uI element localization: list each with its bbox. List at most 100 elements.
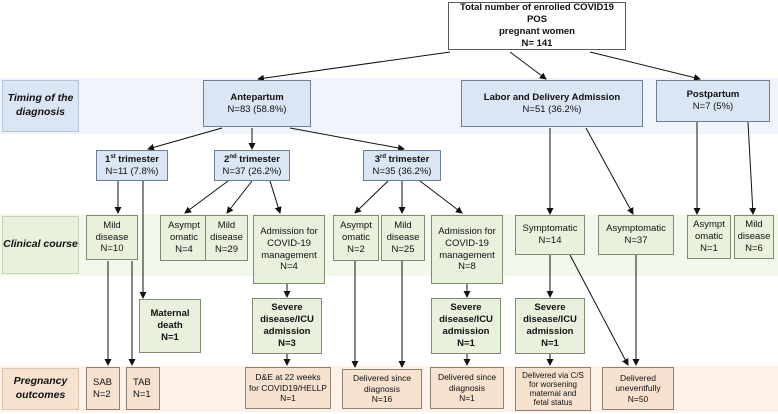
de-n: N=1 [280,393,296,404]
ld-severe-n: N=1 [541,337,559,349]
t2-adm-l2: COVID-19 [267,237,311,249]
arrow-ante-t1 [147,127,223,151]
pp-mild-l1: Mild [745,219,763,231]
cs-l3: maternal and [529,389,577,398]
uneventful-l1: Delivered [620,372,656,383]
outcome-uneventful-box: Delivered uneventfully N=50 [602,367,674,410]
uneventful-n: N=50 [627,393,649,404]
t2-n: N=37 (26.2%) [222,165,282,177]
t3-severe-l2: disease/ICU [439,314,493,326]
arrow-t2-mild [226,180,253,214]
t1-mild-l2: disease [95,231,129,243]
t2-severe-n: N=3 [278,337,296,349]
clinical-row-label: Clinical course [2,216,79,274]
t2-severe-icu-box: Severe disease/ICU admission N=3 [252,298,322,354]
outcome-delivered-16-box: Delivered since diagnosis N=16 [342,369,422,409]
labor-title: Labor and Delivery Admission [483,91,621,103]
t3-suffix: rd [379,153,386,160]
arrow-ldsym-uneventful [569,254,629,366]
outcome-sab-box: SAB N=2 [86,367,120,410]
t3-severe-l3: admission [442,326,490,337]
outcomes-row-label: Pregnancy outcomes [2,368,79,410]
maternal-death-box: Maternal death N=1 [139,299,201,353]
ld-severe-icu-box: Severe disease/ICU admission N=1 [515,298,585,354]
de-l1: D&E at 22 weeks [255,372,321,383]
delivered1-l2: diagnosis [449,382,485,393]
cs-l1: Delivered via C/S [522,370,584,380]
t2-admission-box: Admission for COVID-19 management N=4 [253,215,325,284]
delivered1-n: N=1 [459,393,475,404]
t2-adm-n: N=4 [280,261,298,273]
t3-adm-l3: management [439,249,495,261]
t2-word: trimester [236,153,280,165]
t3-mild-n: N=25 [391,243,415,255]
t3-severe-l1: Severe [450,302,482,314]
pp-mild-n: N=6 [745,242,763,254]
arrow-ante-t3 [289,127,405,152]
t2-mild-l2: disease [210,232,243,244]
arrow-pp-mild [747,121,757,215]
labor-delivery-box: Labor and Delivery Admission N=51 (36.2%… [461,80,643,127]
t1-mild-disease-box: Mild disease N=10 [86,215,138,260]
outcome-tab-box: TAB N=1 [126,367,160,410]
arrow-labor-asym [585,127,634,215]
t1-num: 1 [105,153,111,165]
de-l2: for COVID19/HELLP [249,382,327,393]
t3-word: trimester [385,153,430,165]
sab-l1: SAB [93,376,113,388]
postpartum-box: Postpartum N=7 (5%) [656,80,770,122]
trimester-2-box: 2nd trimester N=37 (26.2%) [214,150,290,181]
maternal-death-l2: death [157,320,183,332]
t2-mild-disease-box: Mild disease N=29 [205,215,248,261]
ld-severe-l1: Severe [534,302,566,314]
t3-asymptomatic-box: Asympt omatic N=2 [333,215,379,261]
delivered1-l1: Delivered since [437,372,497,383]
tab-l1: TAB [133,376,151,388]
pp-asym-l2: omatic [695,231,723,243]
arrow-t3-adm [419,180,463,214]
trimester-3-box: 3rd trimester N=35 (36.2%) [363,150,441,181]
t3-n: N=35 (36.2%) [372,165,432,177]
antepartum-n: N=83 (58.8%) [227,103,287,115]
t3-mild-l2: disease [386,232,420,244]
ld-asymptomatic-box: Asymptomatic N=37 [598,215,674,255]
t2-suffix: nd [229,153,237,160]
t2-severe-l3: admission [263,326,311,337]
outcome-delivered-1-box: Delivered since diagnosis N=1 [430,367,504,409]
t2-severe-l1: Severe [271,302,303,314]
arrow-t3-asym [354,180,389,214]
uneventful-l2: uneventfully [615,383,661,394]
arrow-t2-asym [184,180,229,214]
sab-n: N=2 [93,388,111,400]
cs-l4: fetal status [533,398,573,408]
ld-sym-n: N=14 [538,235,562,246]
t2-adm-l3: management [261,249,317,261]
t2-mild-l1: Mild [217,220,236,232]
delivered16-n: N=16 [371,394,393,405]
root-line2: pregnant women [498,26,575,37]
t3-asym-n: N=2 [347,243,365,255]
root-total-box: Total number of enrolled COVID19 POS pre… [448,2,626,50]
outcome-de-box: D&E at 22 weeks for COVID19/HELLP N=1 [245,367,331,409]
t2-asym-n: N=4 [175,243,193,255]
root-line1: Total number of enrolled COVID19 POS [460,2,614,26]
antepartum-title: Antepartum [230,91,284,103]
t3-mild-disease-box: Mild disease N=25 [381,215,425,261]
t3-adm-l1: Admission for [438,225,496,237]
ld-severe-l3: admission [526,326,574,337]
root-n: N= 141 [521,37,553,49]
pp-asym-l1: Asympt [693,219,725,231]
arrow-root-postpartum [589,51,701,81]
t3-asym-l1: Asympt [340,220,372,232]
tab-n: N=1 [133,388,151,400]
t3-severe-n: N=1 [457,337,475,349]
maternal-death-n: N=1 [161,331,179,343]
delivered16-l2: diagnosis [364,383,400,394]
maternal-death-l1: Maternal [150,308,190,320]
ld-symptomatic-box: Symptomatic N=14 [515,215,585,255]
t2-mild-n: N=29 [215,243,238,255]
t1-mild-l1: Mild [103,219,121,231]
ld-asym-l1: Asymptomatic [606,223,666,235]
t3-adm-n: N=8 [458,261,476,273]
